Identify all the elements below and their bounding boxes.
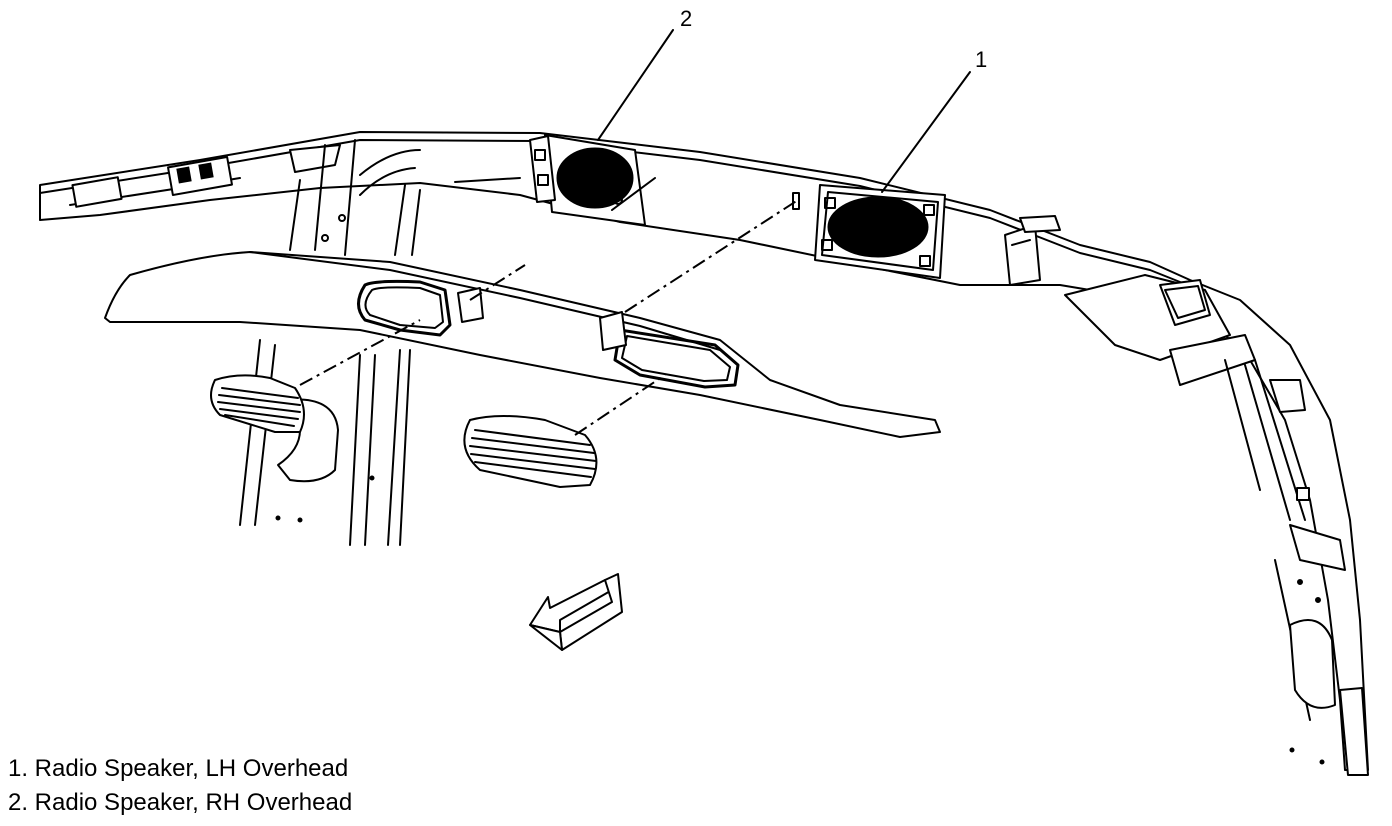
legend-item-2: 2. Radio Speaker, RH Overhead bbox=[8, 789, 353, 816]
assembly-lines bbox=[299, 199, 799, 436]
callout-1: 1 bbox=[975, 47, 987, 72]
speaker-rh-overhead bbox=[529, 134, 656, 226]
right-bracket bbox=[1004, 215, 1061, 286]
right-pillar bbox=[1064, 274, 1369, 776]
headliner-trim bbox=[104, 251, 941, 438]
grille-rh bbox=[210, 374, 305, 433]
front-direction-arrow-icon bbox=[529, 573, 623, 651]
callout-2: 2 bbox=[680, 6, 692, 31]
roof-rail bbox=[39, 131, 1369, 771]
leader-lines bbox=[597, 29, 971, 193]
speaker-lh-overhead bbox=[792, 184, 946, 279]
legend-item-1: 1. Radio Speaker, LH Overhead bbox=[8, 755, 349, 782]
grille-lh bbox=[463, 415, 598, 488]
left-pillar bbox=[289, 139, 521, 256]
lower-left-pillar bbox=[239, 339, 411, 546]
legend: 1. Radio Speaker, LH Overhead 2. Radio S… bbox=[8, 752, 352, 820]
